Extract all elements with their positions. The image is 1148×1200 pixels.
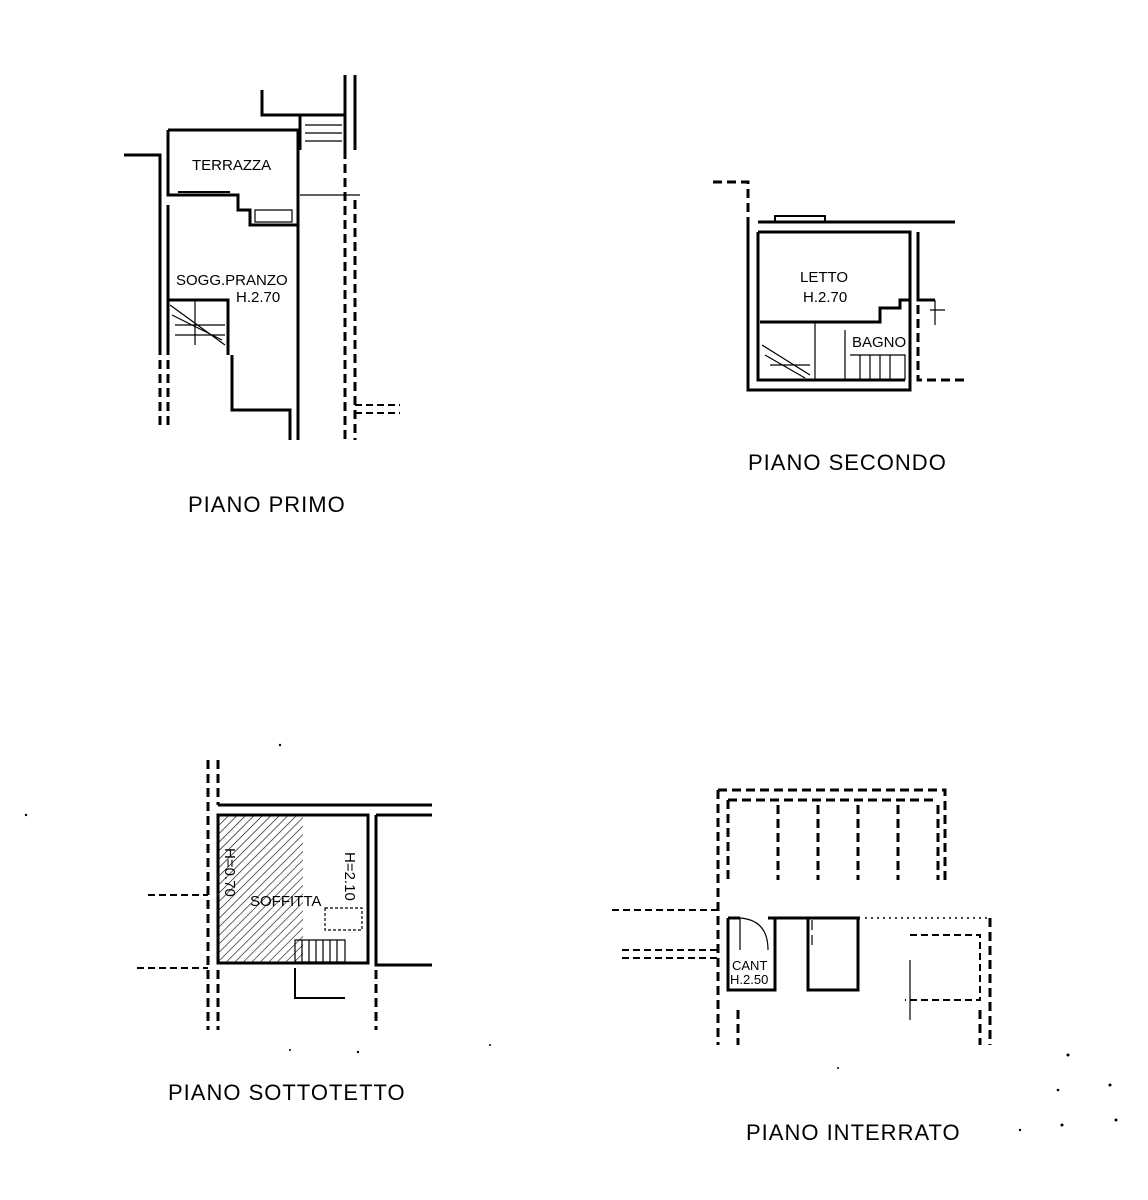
plan-title-interrato: PIANO INTERRATO xyxy=(746,1120,961,1145)
room-height-high: H=2.10 xyxy=(341,852,358,901)
plan-title-primo: PIANO PRIMO xyxy=(188,492,346,517)
walls xyxy=(137,760,432,1030)
room-label-letto: LETTO xyxy=(800,269,848,286)
plan-piano-interrato: CANT H.2.50 PIANO INTERRATO xyxy=(612,788,992,1145)
room-height-low: H=0.70 xyxy=(221,848,238,897)
walls xyxy=(713,180,968,392)
room-label-bagno: BAGNO xyxy=(852,334,906,351)
scan-noise xyxy=(24,743,1118,1132)
walls xyxy=(612,788,992,1045)
room-height-letto: H.2.70 xyxy=(803,289,847,306)
walls xyxy=(124,75,400,440)
room-height-soggiorno: H.2.70 xyxy=(236,289,280,306)
room-label-soffitta: SOFFITTA xyxy=(250,893,321,910)
plan-piano-secondo: LETTO H.2.70 BAGNO PIANO SECONDO xyxy=(713,180,968,475)
room-height-cantina: H.2.50 xyxy=(730,972,768,987)
hatched-low-area xyxy=(218,815,303,963)
plan-piano-sottotetto: H=0.70 H=2.10 SOFFITTA PIANO SOTTOTETTO xyxy=(137,760,432,1105)
room-label-cantina: CANT xyxy=(732,958,767,973)
plan-title-sottotetto: PIANO SOTTOTETTO xyxy=(168,1080,406,1105)
plan-piano-primo: TERRAZZA SOGG.PRANZO H.2.70 PIANO PRIMO xyxy=(124,75,400,517)
room-label-soggiorno: SOGG.PRANZO xyxy=(176,272,288,289)
room-label-terrazza: TERRAZZA xyxy=(192,157,271,174)
plan-title-secondo: PIANO SECONDO xyxy=(748,450,947,475)
